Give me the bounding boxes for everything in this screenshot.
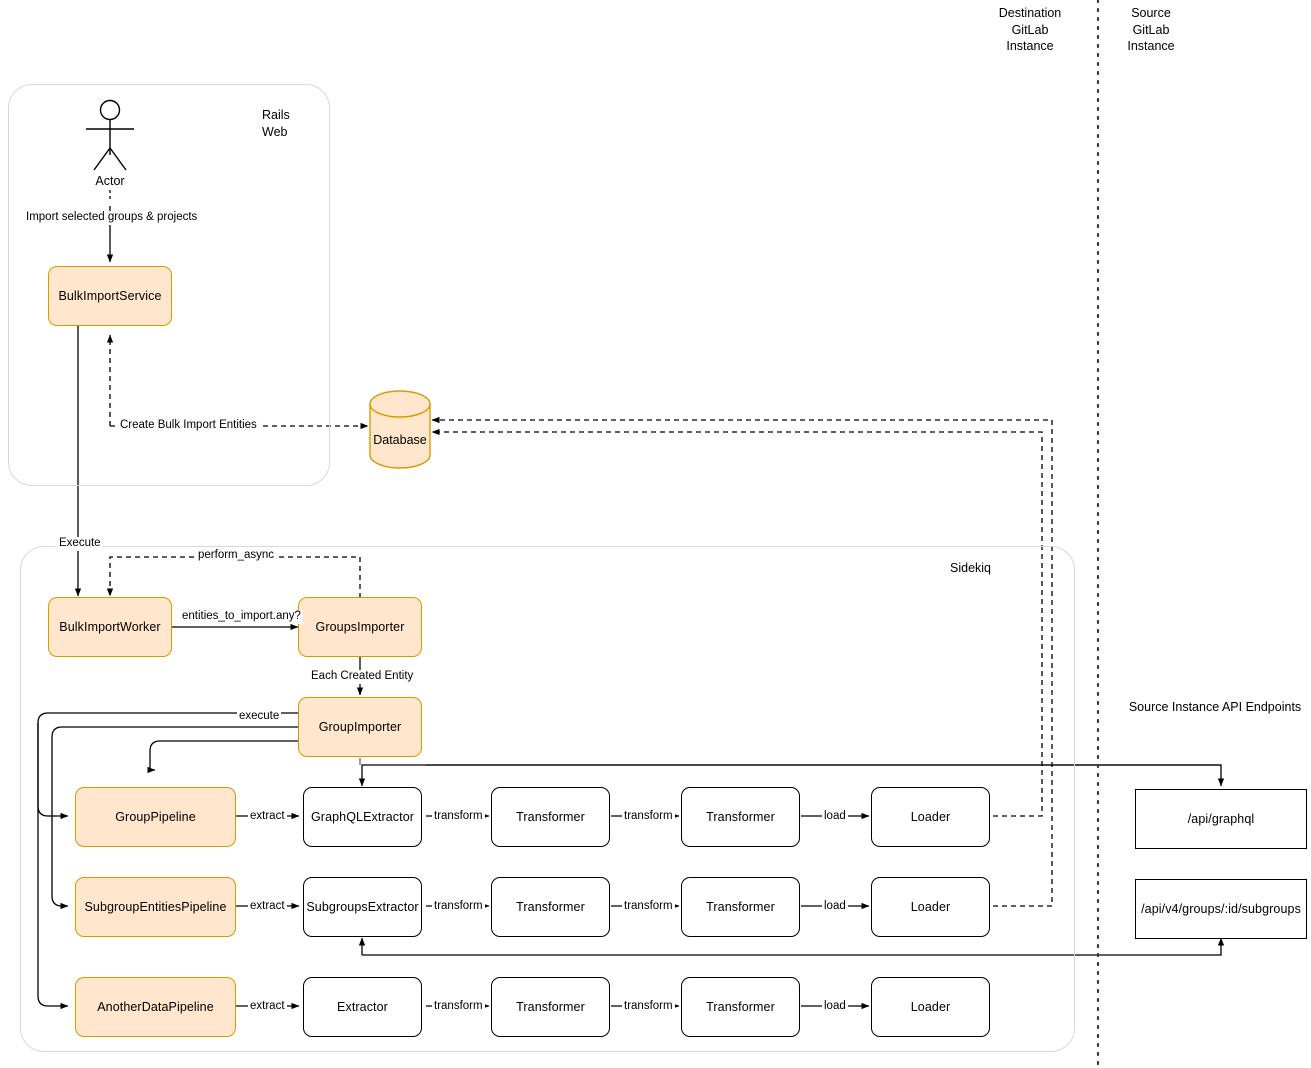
api-endpoint-subgroups[interactable]: /api/v4/groups/:id/subgroups: [1135, 879, 1307, 939]
edge-label-execute-top: Execute: [57, 537, 103, 551]
node-groups-importer[interactable]: GroupsImporter: [298, 597, 422, 657]
node-transformer-r1-b[interactable]: Transformer: [681, 787, 800, 847]
node-loader-r3[interactable]: Loader: [871, 977, 990, 1037]
edge-label-create-bulk-import-entities: Create Bulk Import Entities: [118, 419, 259, 433]
node-groups-importer-label: GroupsImporter: [315, 619, 405, 634]
node-extractor-r3[interactable]: Extractor: [303, 977, 422, 1037]
node-extractor-r3-label: Extractor: [337, 999, 388, 1014]
node-bulk-import-worker[interactable]: BulkImportWorker: [48, 597, 172, 657]
node-subgroup-entities-pipeline[interactable]: SubgroupEntitiesPipeline: [75, 877, 236, 937]
node-loader-r2[interactable]: Loader: [871, 877, 990, 937]
source-instance-label: Source GitLab Instance: [1127, 6, 1175, 53]
edge-label-transform-r3-b: transform: [622, 1000, 675, 1014]
node-transformer-r3-b-label: Transformer: [706, 999, 775, 1014]
node-bulk-import-service[interactable]: BulkImportService: [48, 266, 172, 326]
node-loader-r1-label: Loader: [910, 809, 951, 824]
node-transformer-r1-a[interactable]: Transformer: [491, 787, 610, 847]
node-subgroups-extractor-label: SubgroupsExtractor: [306, 899, 419, 914]
edge-label-transform-r2-a: transform: [432, 900, 485, 914]
node-graphql-extractor[interactable]: GraphQLExtractor: [303, 787, 422, 847]
edge-label-transform-r1-a: transform: [432, 810, 485, 824]
node-transformer-r3-a-label: Transformer: [516, 999, 585, 1014]
node-transformer-r1-b-label: Transformer: [706, 809, 775, 824]
edge-label-extract-r1: extract: [248, 810, 287, 824]
node-group-pipeline[interactable]: GroupPipeline: [75, 787, 236, 847]
node-loader-r1[interactable]: Loader: [871, 787, 990, 847]
node-bulk-import-worker-label: BulkImportWorker: [59, 619, 161, 634]
api-endpoint-graphql-label: /api/graphql: [1187, 811, 1255, 826]
node-bulk-import-service-label: BulkImportService: [58, 288, 162, 303]
node-another-data-pipeline-label: AnotherDataPipeline: [97, 999, 214, 1014]
edge-label-transform-r1-b: transform: [622, 810, 675, 824]
node-subgroup-entities-pipeline-label: SubgroupEntitiesPipeline: [84, 899, 227, 914]
node-database-label: Database: [373, 433, 427, 447]
edge-label-load-r2: load: [822, 900, 848, 914]
node-transformer-r3-a[interactable]: Transformer: [491, 977, 610, 1037]
node-another-data-pipeline[interactable]: AnotherDataPipeline: [75, 977, 236, 1037]
edge-label-transform-r2-b: transform: [622, 900, 675, 914]
node-group-importer-label: GroupImporter: [318, 719, 402, 734]
node-loader-r2-label: Loader: [910, 899, 951, 914]
node-transformer-r2-b[interactable]: Transformer: [681, 877, 800, 937]
node-transformer-r2-b-label: Transformer: [706, 899, 775, 914]
api-endpoints-heading: Source Instance API Endpoints: [1128, 700, 1302, 714]
edge-label-import-selected: Import selected groups & projects: [24, 211, 200, 225]
edge-label-each-created-entity: Each Created Entity: [309, 670, 416, 684]
node-transformer-r2-a[interactable]: Transformer: [491, 877, 610, 937]
edge-label-extract-r3: extract: [248, 1000, 287, 1014]
api-endpoint-graphql[interactable]: /api/graphql: [1135, 789, 1307, 849]
node-loader-r3-label: Loader: [910, 999, 951, 1014]
database-glyph: [369, 390, 431, 469]
node-transformer-r3-b[interactable]: Transformer: [681, 977, 800, 1037]
container-rails-web: [8, 84, 330, 486]
edge-label-entities-to-import: entities_to_import.any?: [180, 610, 303, 624]
node-group-pipeline-label: GroupPipeline: [115, 809, 196, 824]
actor-label: Actor: [95, 174, 125, 188]
node-group-importer[interactable]: GroupImporter: [298, 697, 422, 757]
edge-label-execute: execute: [237, 710, 282, 724]
container-sidekiq: [20, 546, 1075, 1052]
node-subgroups-extractor[interactable]: SubgroupsExtractor: [303, 877, 422, 937]
node-transformer-r2-a-label: Transformer: [516, 899, 585, 914]
edge-label-transform-r3-a: transform: [432, 1000, 485, 1014]
container-rails-web-label: Rails Web: [262, 108, 290, 139]
edge-label-extract-r2: extract: [248, 900, 287, 914]
destination-instance-label: Destination GitLab Instance: [998, 6, 1062, 53]
edge-label-load-r1: load: [822, 810, 848, 824]
node-transformer-r1-a-label: Transformer: [516, 809, 585, 824]
edge-label-load-r3: load: [822, 1000, 848, 1014]
container-sidekiq-label: Sidekiq: [950, 561, 991, 575]
api-endpoint-subgroups-label: /api/v4/groups/:id/subgroups: [1141, 901, 1301, 916]
edge-label-perform-async: perform_async: [196, 549, 277, 563]
node-graphql-extractor-label: GraphQLExtractor: [310, 809, 415, 824]
